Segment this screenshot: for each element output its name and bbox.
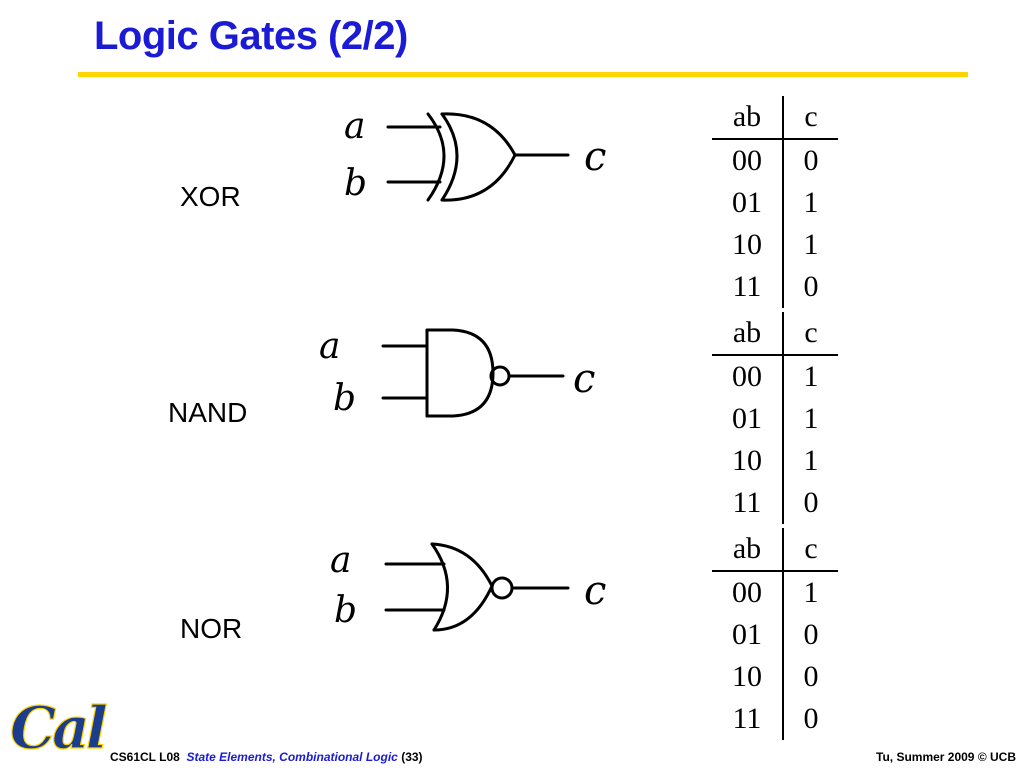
xor-header-c: c (783, 96, 838, 140)
xor-row-c: 0 (803, 270, 819, 303)
footer-left: CS61CL L08 State Elements, Combinational… (110, 750, 423, 764)
nand-row-c: 1 (803, 444, 819, 477)
nand-row-ab: 01 (712, 398, 784, 440)
cal-logo: Cal (9, 693, 108, 762)
slide-title: Logic Gates (2/2) (94, 14, 408, 58)
nand-gate-diagram: a b c (319, 326, 595, 419)
nand-input-a: a (319, 326, 340, 367)
nor-label: NOR (180, 613, 243, 644)
footer-course: CS61CL L08 (110, 750, 180, 764)
xor-row-c: 1 (803, 186, 819, 219)
xor-input-a: a (344, 106, 365, 147)
nand-header-c: c (783, 312, 838, 356)
nor-row-ab: 11 (712, 698, 784, 740)
xor-row-ab: 01 (712, 182, 784, 224)
xor-label: XOR (180, 181, 241, 212)
xor-header-ab: ab (712, 96, 784, 140)
nor-row-ab: 01 (712, 614, 784, 656)
footer-subtitle: State Elements, Combinational Logic (186, 750, 398, 764)
cal-logo-text: Cal (10, 694, 107, 762)
xor-row-c: 1 (803, 228, 819, 261)
nand-row-c: 1 (803, 402, 819, 435)
nor-row-ab: 10 (712, 656, 784, 698)
footer-right: Tu, Summer 2009 © UCB (876, 750, 1016, 764)
nand-row-c: 0 (803, 486, 819, 519)
xor-row-ab: 10 (712, 224, 784, 266)
nand-row-c: 1 (803, 360, 819, 393)
nand-row-ab: 10 (712, 440, 784, 482)
nor-row-c: 0 (803, 702, 819, 735)
nor-input-b: b (334, 590, 357, 631)
nand-output-c: c (573, 356, 595, 402)
xor-row-c: 0 (803, 144, 819, 177)
nand-row-ab: 00 (712, 355, 784, 398)
xor-gate-diagram: a b c (344, 106, 606, 204)
nor-header-ab: ab (712, 528, 784, 572)
footer-page-number: (33) (401, 750, 423, 764)
nor-row-ab: 00 (712, 571, 784, 614)
xor-row-ab: 11 (712, 266, 784, 308)
nand-label: NAND (168, 397, 248, 428)
nor-row-c: 0 (803, 660, 819, 693)
title-underline (78, 72, 968, 77)
nor-header-c: c (783, 528, 838, 572)
nor-row-c: 0 (803, 618, 819, 651)
nand-row-ab: 11 (712, 482, 784, 524)
nor-output-c: c (584, 568, 606, 614)
nand-header-ab: ab (712, 312, 784, 356)
nor-input-a: a (330, 540, 351, 581)
xor-output-c: c (584, 134, 606, 180)
nand-input-b: b (333, 378, 356, 419)
nor-gate-diagram: a b c (330, 540, 606, 632)
xor-input-b: b (344, 163, 367, 204)
xor-row-ab: 00 (712, 139, 784, 182)
nor-row-c: 1 (803, 576, 819, 609)
